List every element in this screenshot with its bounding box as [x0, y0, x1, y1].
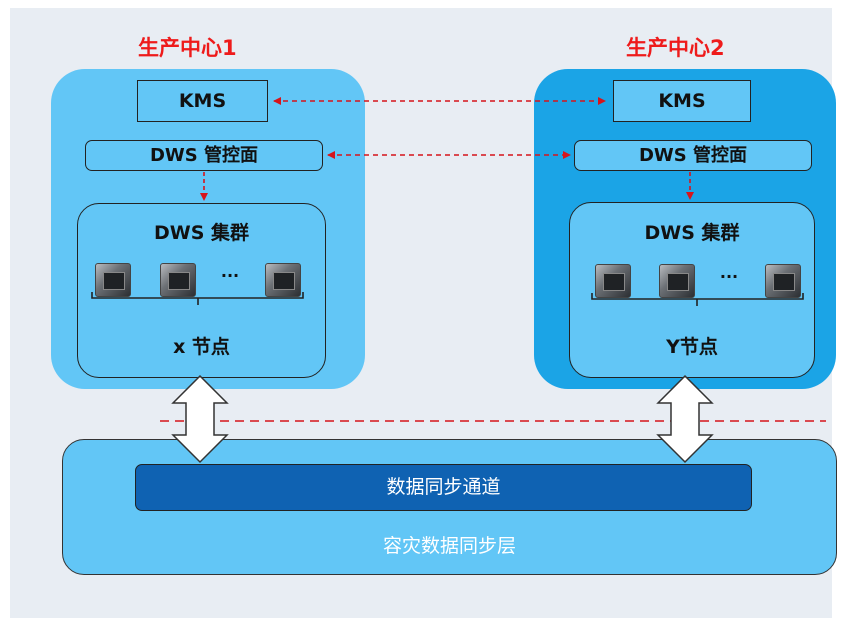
dc2-server-icon-2 — [659, 264, 695, 298]
dc2-cluster-title: DWS 集群 — [644, 222, 740, 244]
dc1-console-box: DWS 管控面 — [85, 140, 323, 171]
dc2-nodes-label: Y节点 — [666, 336, 718, 358]
dc2-server-icon-3 — [765, 264, 801, 298]
dc1-title: 生产中心1 — [138, 36, 237, 60]
dc2-server-icon-1 — [595, 264, 631, 298]
dc1-server-icon-2 — [160, 263, 196, 297]
dc2-sync-double-arrow — [656, 374, 714, 464]
dc1-node-bracket — [91, 292, 304, 305]
dc2-console-box: DWS 管控面 — [574, 140, 812, 171]
dc2-ellipsis: ... — [719, 263, 739, 282]
dc2-title: 生产中心2 — [626, 36, 725, 60]
dc2-kms-box: KMS — [613, 80, 751, 122]
dc1-kms-box: KMS — [137, 80, 268, 122]
dc2-node-bracket — [591, 293, 804, 306]
dc1-server-icon-3 — [265, 263, 301, 297]
dc1-ellipsis: ... — [220, 262, 240, 281]
sync-layer-label: 容灾数据同步层 — [382, 535, 516, 557]
dc1-nodes-label: x 节点 — [173, 336, 230, 358]
dc1-server-icon-1 — [95, 263, 131, 297]
sync-channel-bar: 数据同步通道 — [135, 464, 752, 511]
dc1-cluster-title: DWS 集群 — [153, 222, 250, 244]
dc1-sync-double-arrow — [171, 374, 229, 464]
